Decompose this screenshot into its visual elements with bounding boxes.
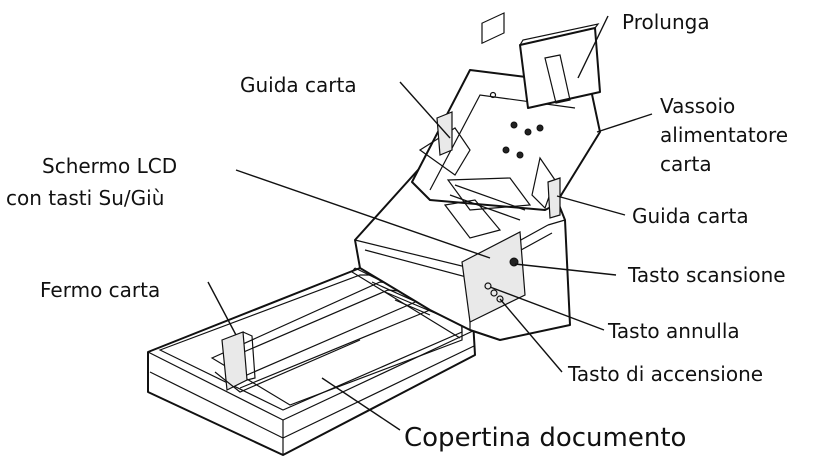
leader-vassoio — [596, 113, 653, 133]
leader-tasto-annulla — [489, 286, 605, 331]
label-copertina-documento: Copertina documento — [404, 423, 686, 453]
label-tasto-annulla: Tasto annulla — [607, 319, 740, 343]
leader-lines — [207, 15, 653, 431]
leader-prolunga — [577, 15, 609, 79]
label-guida-carta-right: Guida carta — [632, 204, 749, 228]
paper-stop — [214, 331, 361, 393]
leader-schermo-lcd — [235, 169, 491, 259]
leader-tasto-scansione — [514, 263, 617, 276]
label-prolunga: Prolunga — [622, 10, 710, 34]
label-guida-carta-top: Guida carta — [240, 73, 357, 97]
leader-guida-carta-top — [399, 81, 451, 139]
leader-copertina — [321, 377, 401, 431]
leader-tasto-accensione — [499, 298, 563, 373]
label-schermo-line1: Schermo LCD — [42, 154, 177, 178]
label-vassoio-line1: Vassoio — [660, 94, 735, 118]
leader-guida-carta-right — [556, 195, 626, 216]
leader-fermo-carta — [207, 281, 237, 336]
control-panel — [461, 12, 526, 323]
label-fermo-carta: Fermo carta — [40, 278, 160, 302]
tray-extension — [519, 23, 601, 109]
label-vassoio-line3: carta — [660, 152, 712, 176]
label-vassoio-line2: alimentatore — [660, 123, 788, 147]
paper-guides — [436, 111, 561, 219]
label-tasto-scansione: Tasto scansione — [627, 263, 786, 287]
label-tasto-accensione: Tasto di accensione — [567, 362, 763, 386]
label-schermo-line2: con tasti Su/Giù — [6, 186, 164, 210]
labels: Prolunga Guida carta Vassoio alimentator… — [6, 10, 788, 453]
scanner-illustration — [147, 12, 601, 456]
